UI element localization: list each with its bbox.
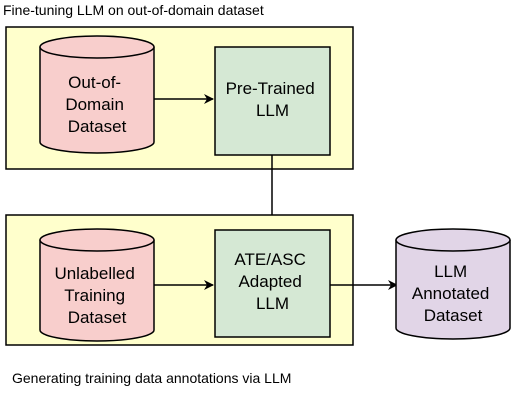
out-of-domain-dataset-label: Out-of- Domain Dataset bbox=[65, 73, 128, 136]
adapted-llm-box: ATE/ASC Adapted LLM bbox=[214, 229, 331, 338]
annotated-dataset-cylinder: LLM Annotated Dataset bbox=[395, 228, 511, 340]
ood-line-3: Dataset bbox=[68, 117, 127, 136]
ood-line-1: Out-of- bbox=[68, 73, 121, 92]
top-caption: Fine-tuning LLM on out-of-domain dataset bbox=[3, 2, 264, 18]
pretrained-line-2: LLM bbox=[256, 101, 289, 120]
unlabelled-dataset-cylinder: Unlabelled Training Dataset bbox=[39, 228, 155, 342]
annotated-line-1: LLM bbox=[434, 262, 467, 281]
pretrained-llm-label: Pre-Trained LLM bbox=[226, 79, 320, 120]
adapted-llm-label: ATE/ASC Adapted LLM bbox=[234, 250, 310, 313]
adapted-line-2: Adapted bbox=[238, 272, 301, 291]
annotated-dataset-label: LLM Annotated Dataset bbox=[412, 262, 494, 325]
out-of-domain-dataset-cylinder: Out-of- Domain Dataset bbox=[39, 35, 155, 154]
adapted-line-1: ATE/ASC bbox=[234, 250, 305, 269]
unlabelled-line-2: Training bbox=[64, 286, 125, 305]
bottom-caption: Generating training data annotations via… bbox=[12, 370, 292, 386]
annotated-line-3: Dataset bbox=[424, 306, 483, 325]
annotated-line-2: Annotated bbox=[412, 284, 490, 303]
pretrained-llm-box: Pre-Trained LLM bbox=[214, 46, 331, 156]
pretrained-line-1: Pre-Trained bbox=[226, 79, 315, 98]
ood-line-2: Domain bbox=[65, 95, 124, 114]
unlabelled-line-1: Unlabelled bbox=[54, 264, 134, 283]
unlabelled-dataset-label: Unlabelled Training Dataset bbox=[54, 264, 139, 327]
unlabelled-line-3: Dataset bbox=[68, 308, 127, 327]
adapted-line-3: LLM bbox=[256, 294, 289, 313]
